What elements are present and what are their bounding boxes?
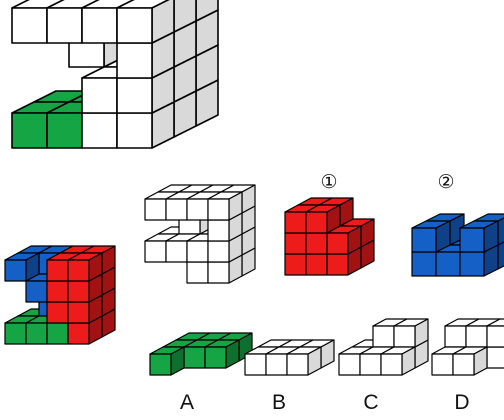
option-d-shape — [431, 318, 504, 376]
piece-1-label: ① — [320, 172, 338, 193]
option-b-shape — [244, 339, 335, 376]
assembled-solid — [4, 245, 116, 345]
option-c-shape — [338, 318, 429, 376]
option-a-shape — [149, 332, 253, 376]
option-d-label[interactable]: D — [454, 391, 470, 414]
piece-1-red — [284, 197, 375, 276]
piece-2-label: ② — [437, 172, 455, 193]
option-a-label[interactable]: A — [179, 391, 195, 414]
option-c-label[interactable]: C — [363, 391, 379, 414]
option-b-label[interactable]: B — [271, 391, 287, 414]
remaining-white-solid — [144, 184, 256, 284]
piece-2-blue — [411, 213, 504, 277]
target-solid — [11, 0, 219, 149]
